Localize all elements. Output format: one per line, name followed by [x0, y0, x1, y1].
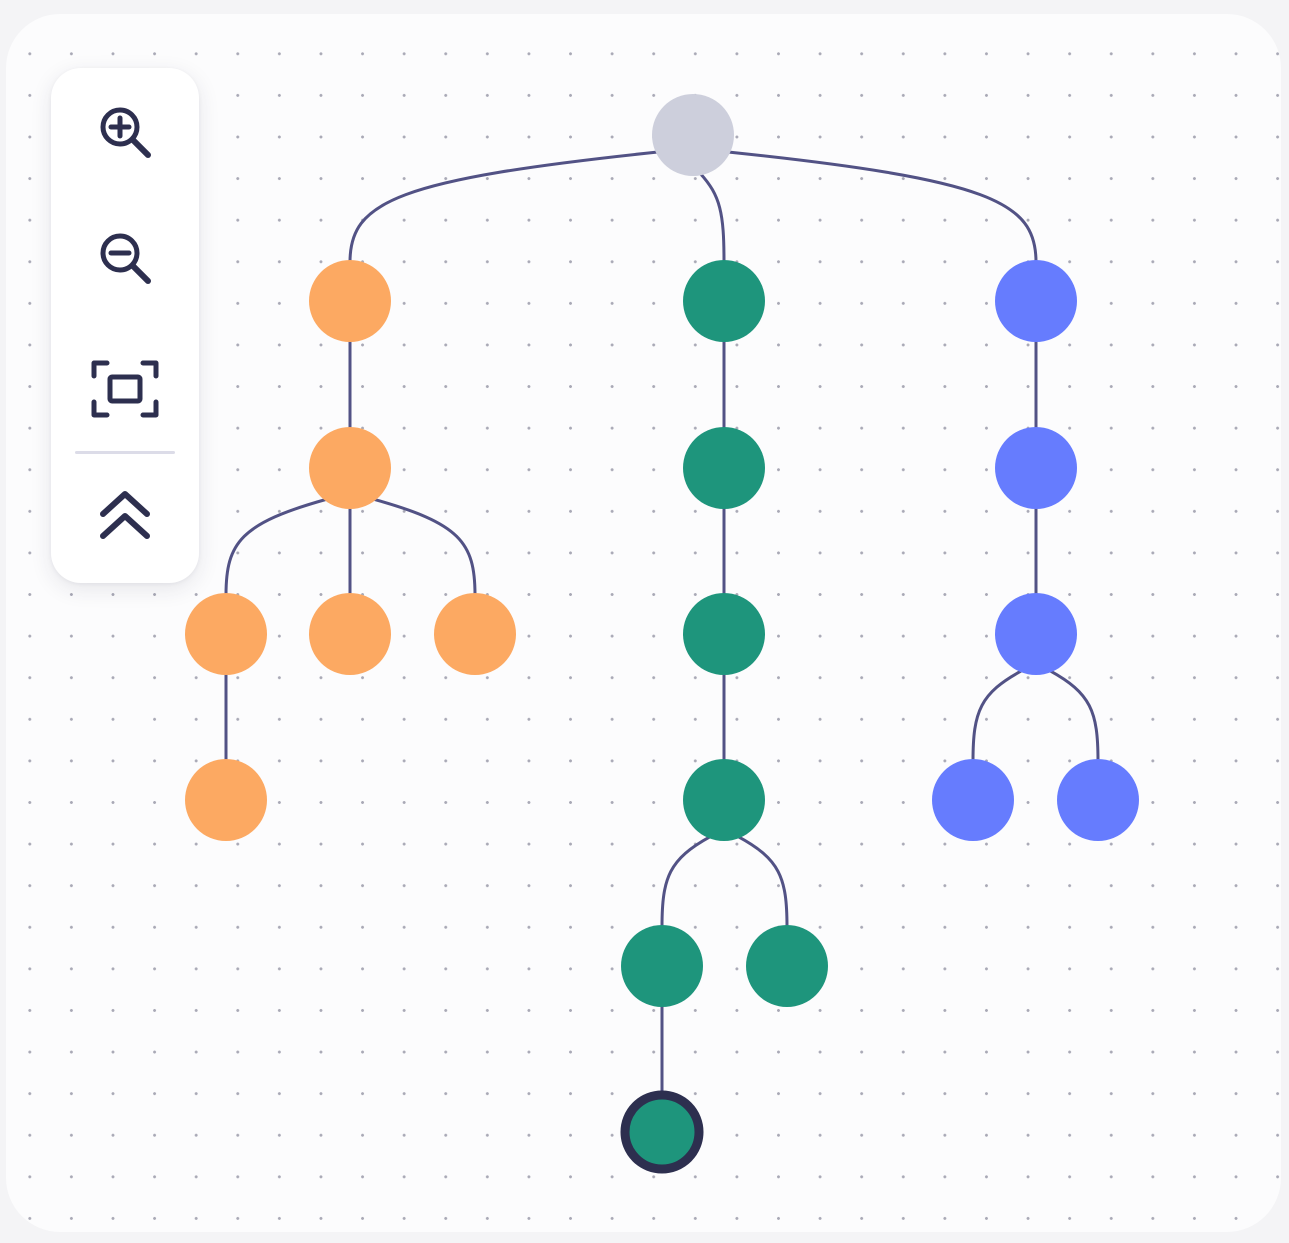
edge-a2-a3 — [224, 497, 328, 596]
node-circle[interactable] — [434, 593, 516, 675]
edge-c3-c5 — [1048, 669, 1100, 762]
tree-node-b2[interactable] — [683, 427, 765, 509]
tree-node-b3[interactable] — [683, 593, 765, 675]
tree-node-a5[interactable] — [434, 593, 516, 675]
fit-view-icon — [91, 360, 159, 418]
node-circle[interactable] — [995, 427, 1077, 509]
node-circle[interactable] — [309, 260, 391, 342]
tree-node-a4[interactable] — [309, 593, 391, 675]
edge-b4-b6 — [737, 835, 789, 928]
node-circle[interactable] — [932, 759, 1014, 841]
tree-node-b5[interactable] — [621, 925, 703, 1007]
tree-node-c2[interactable] — [995, 427, 1077, 509]
node-circle[interactable] — [1057, 759, 1139, 841]
collapse-toolbar-button[interactable] — [85, 476, 165, 556]
tree-node-c3[interactable] — [995, 593, 1077, 675]
tree-node-b7[interactable] — [620, 1090, 704, 1174]
tree-graph — [185, 94, 1139, 1174]
edge-root-a1 — [348, 150, 659, 263]
double-chevron-up-icon — [100, 491, 150, 539]
node-circle[interactable] — [683, 427, 765, 509]
node-circle[interactable] — [746, 925, 828, 1007]
node-circle[interactable] — [652, 94, 734, 176]
edge-a2-a5 — [373, 497, 477, 596]
node-circle[interactable] — [995, 593, 1077, 675]
edge-c3-c4 — [971, 669, 1023, 762]
tree-node-c4[interactable] — [932, 759, 1014, 841]
tree-node-a6[interactable] — [185, 759, 267, 841]
node-circle[interactable] — [185, 759, 267, 841]
selected-node-circle[interactable] — [620, 1090, 704, 1174]
edge-b4-b5 — [660, 835, 712, 928]
tree-node-c5[interactable] — [1057, 759, 1139, 841]
nodes-layer — [185, 94, 1139, 1174]
diagram-canvas[interactable] — [6, 14, 1281, 1232]
node-circle[interactable] — [683, 759, 765, 841]
node-circle[interactable] — [621, 925, 703, 1007]
node-circle[interactable] — [309, 427, 391, 509]
node-circle[interactable] — [185, 593, 267, 675]
tree-node-a1[interactable] — [309, 260, 391, 342]
node-circle[interactable] — [995, 260, 1077, 342]
fit-view-button[interactable] — [85, 349, 165, 429]
tree-node-c1[interactable] — [995, 260, 1077, 342]
zoom-toolbar — [51, 68, 199, 583]
edge-root-b1 — [699, 172, 726, 263]
toolbar-divider — [75, 451, 175, 454]
zoom-in-icon — [100, 107, 151, 158]
edge-root-c1 — [727, 150, 1038, 263]
tree-node-root[interactable] — [652, 94, 734, 176]
node-circle[interactable] — [683, 260, 765, 342]
tree-node-b1[interactable] — [683, 260, 765, 342]
tree-node-a2[interactable] — [309, 427, 391, 509]
zoom-out-button[interactable] — [85, 218, 165, 298]
zoom-in-button[interactable] — [85, 92, 165, 172]
tree-node-a3[interactable] — [185, 593, 267, 675]
node-circle[interactable] — [309, 593, 391, 675]
tree-node-b6[interactable] — [746, 925, 828, 1007]
tree-node-b4[interactable] — [683, 759, 765, 841]
node-circle[interactable] — [683, 593, 765, 675]
zoom-out-icon — [100, 233, 151, 284]
